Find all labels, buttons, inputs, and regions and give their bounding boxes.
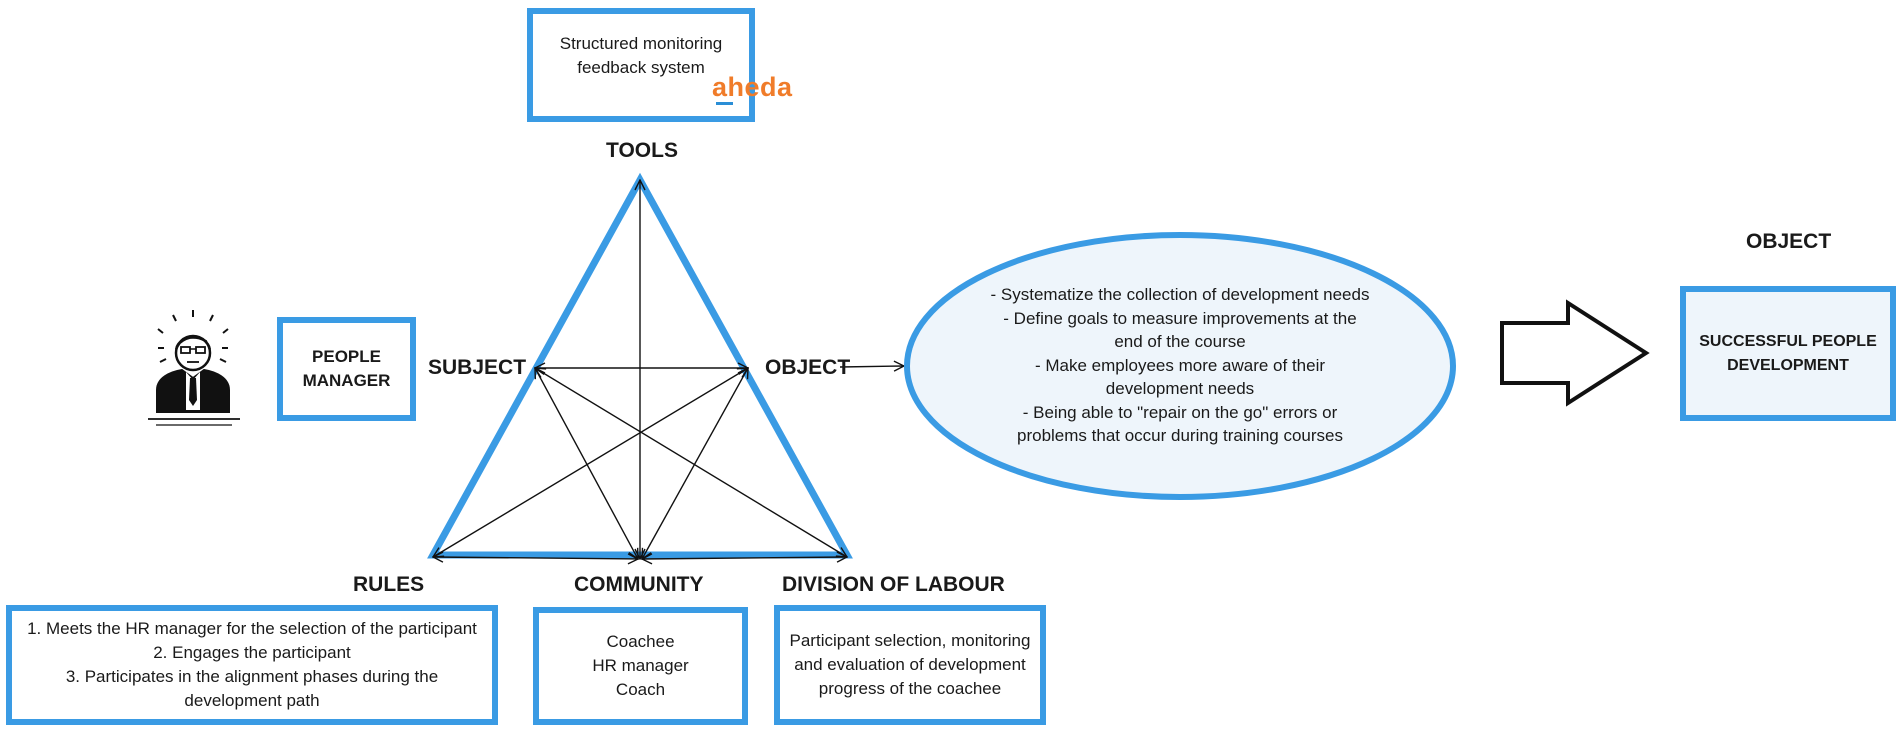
tools-box-text: Structured monitoring feedback system [559, 34, 723, 77]
aheda-logo-underline [716, 102, 733, 105]
rules-label: RULES [353, 573, 425, 596]
community-label: COMMUNITY [574, 573, 704, 596]
arrow-object-community [642, 368, 748, 559]
object-ellipse [904, 232, 1456, 500]
arrow-object-rules [433, 368, 748, 557]
outcome-label: OBJECT [1746, 230, 1832, 253]
community-box: Coachee HR manager Coach [533, 607, 748, 725]
arrow-community-division [642, 557, 847, 559]
object-ellipse-text: - Systematize the collection of developm… [990, 285, 1370, 445]
arrow-subject-division [535, 368, 847, 557]
arrow-object-to-ellipse [839, 366, 904, 367]
businessman-icon [148, 310, 240, 426]
subject-box: PEOPLE MANAGER [277, 317, 416, 421]
arrow-rules-community [433, 557, 638, 559]
rules-box: 1. Meets the HR manager for the selectio… [6, 605, 498, 725]
arrow-subject-community [535, 368, 638, 559]
tools-label: TOOLS [606, 139, 678, 162]
division-box: Participant selection, monitoring and ev… [774, 605, 1046, 725]
aheda-logo: aheda [712, 72, 793, 102]
relation-arrows [433, 180, 904, 559]
division-label: DIVISION OF LABOUR [782, 573, 1005, 596]
outcome-box: SUCCESSFUL PEOPLE DEVELOPMENT [1680, 286, 1896, 421]
object-label: OBJECT [765, 356, 851, 379]
big-right-arrow [1500, 299, 1650, 407]
subject-label: SUBJECT [428, 356, 527, 379]
